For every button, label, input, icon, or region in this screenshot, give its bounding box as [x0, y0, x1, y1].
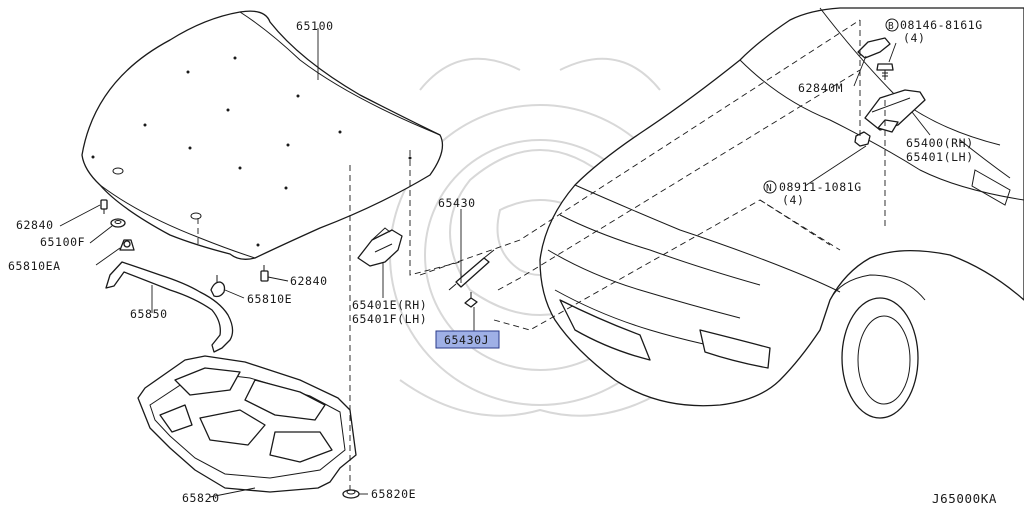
- hood-hinge[interactable]: [864, 89, 926, 133]
- diagram-code: J65000KA: [932, 491, 997, 506]
- bolt-08146[interactable]: [876, 63, 894, 80]
- label-65810e[interactable]: 65810E: [247, 292, 292, 306]
- label-65850[interactable]: 65850: [130, 307, 168, 321]
- mark-n-icon: [763, 180, 777, 194]
- label-65401f[interactable]: 65401F(LH): [352, 312, 427, 326]
- label-65401e[interactable]: 65401E(RH): [352, 298, 427, 312]
- vehicle-front: [539, 7, 1024, 419]
- part-labels: 65100 62840 65100F 65810EA 65850 65810E …: [8, 18, 997, 506]
- label-65810ea[interactable]: 65810EA: [8, 259, 61, 273]
- label-65100[interactable]: 65100: [296, 19, 334, 33]
- grommet-65100f[interactable]: [110, 218, 126, 228]
- label-08146-qty: (4): [903, 31, 926, 45]
- hood-bumper-right[interactable]: [260, 265, 269, 282]
- stay-clip-65430j[interactable]: [464, 292, 478, 308]
- label-65820e[interactable]: 65820E: [371, 487, 416, 501]
- hood-rod[interactable]: [105, 261, 234, 353]
- hinge-bracket-lower[interactable]: [357, 227, 403, 267]
- leader-lines: [59, 28, 931, 498]
- mark-b-icon: [885, 18, 899, 32]
- label-65400[interactable]: 65400(RH): [906, 136, 974, 150]
- label-62840-right[interactable]: 62840: [290, 274, 328, 288]
- mark-b: B: [888, 21, 894, 32]
- clip-65810ea[interactable]: [119, 239, 135, 251]
- label-65401[interactable]: 65401(LH): [906, 150, 974, 164]
- clip-65810e[interactable]: [210, 275, 226, 298]
- nut-08911[interactable]: [854, 131, 871, 147]
- label-65430j[interactable]: 65430J: [444, 333, 489, 347]
- label-08911[interactable]: 08911-1081G: [779, 180, 862, 194]
- label-62840-left[interactable]: 62840: [16, 218, 54, 232]
- reference-lines: [197, 19, 886, 490]
- label-65430[interactable]: 65430: [438, 196, 476, 210]
- hood-bumper-left[interactable]: [100, 199, 108, 214]
- label-08911-qty: (4): [782, 193, 805, 207]
- hood-gas-stay[interactable]: [448, 249, 495, 291]
- hood-insulator[interactable]: [137, 355, 357, 493]
- label-65820[interactable]: 65820: [182, 491, 220, 505]
- label-62840m[interactable]: 62840M: [798, 81, 843, 95]
- clip-65820e[interactable]: [342, 489, 360, 499]
- label-08146[interactable]: 08146-8161G: [900, 18, 983, 32]
- hood-panel[interactable]: [81, 10, 444, 260]
- mark-n: N: [766, 183, 772, 194]
- highlight-box: [435, 330, 500, 349]
- label-65100f[interactable]: 65100F: [40, 235, 85, 249]
